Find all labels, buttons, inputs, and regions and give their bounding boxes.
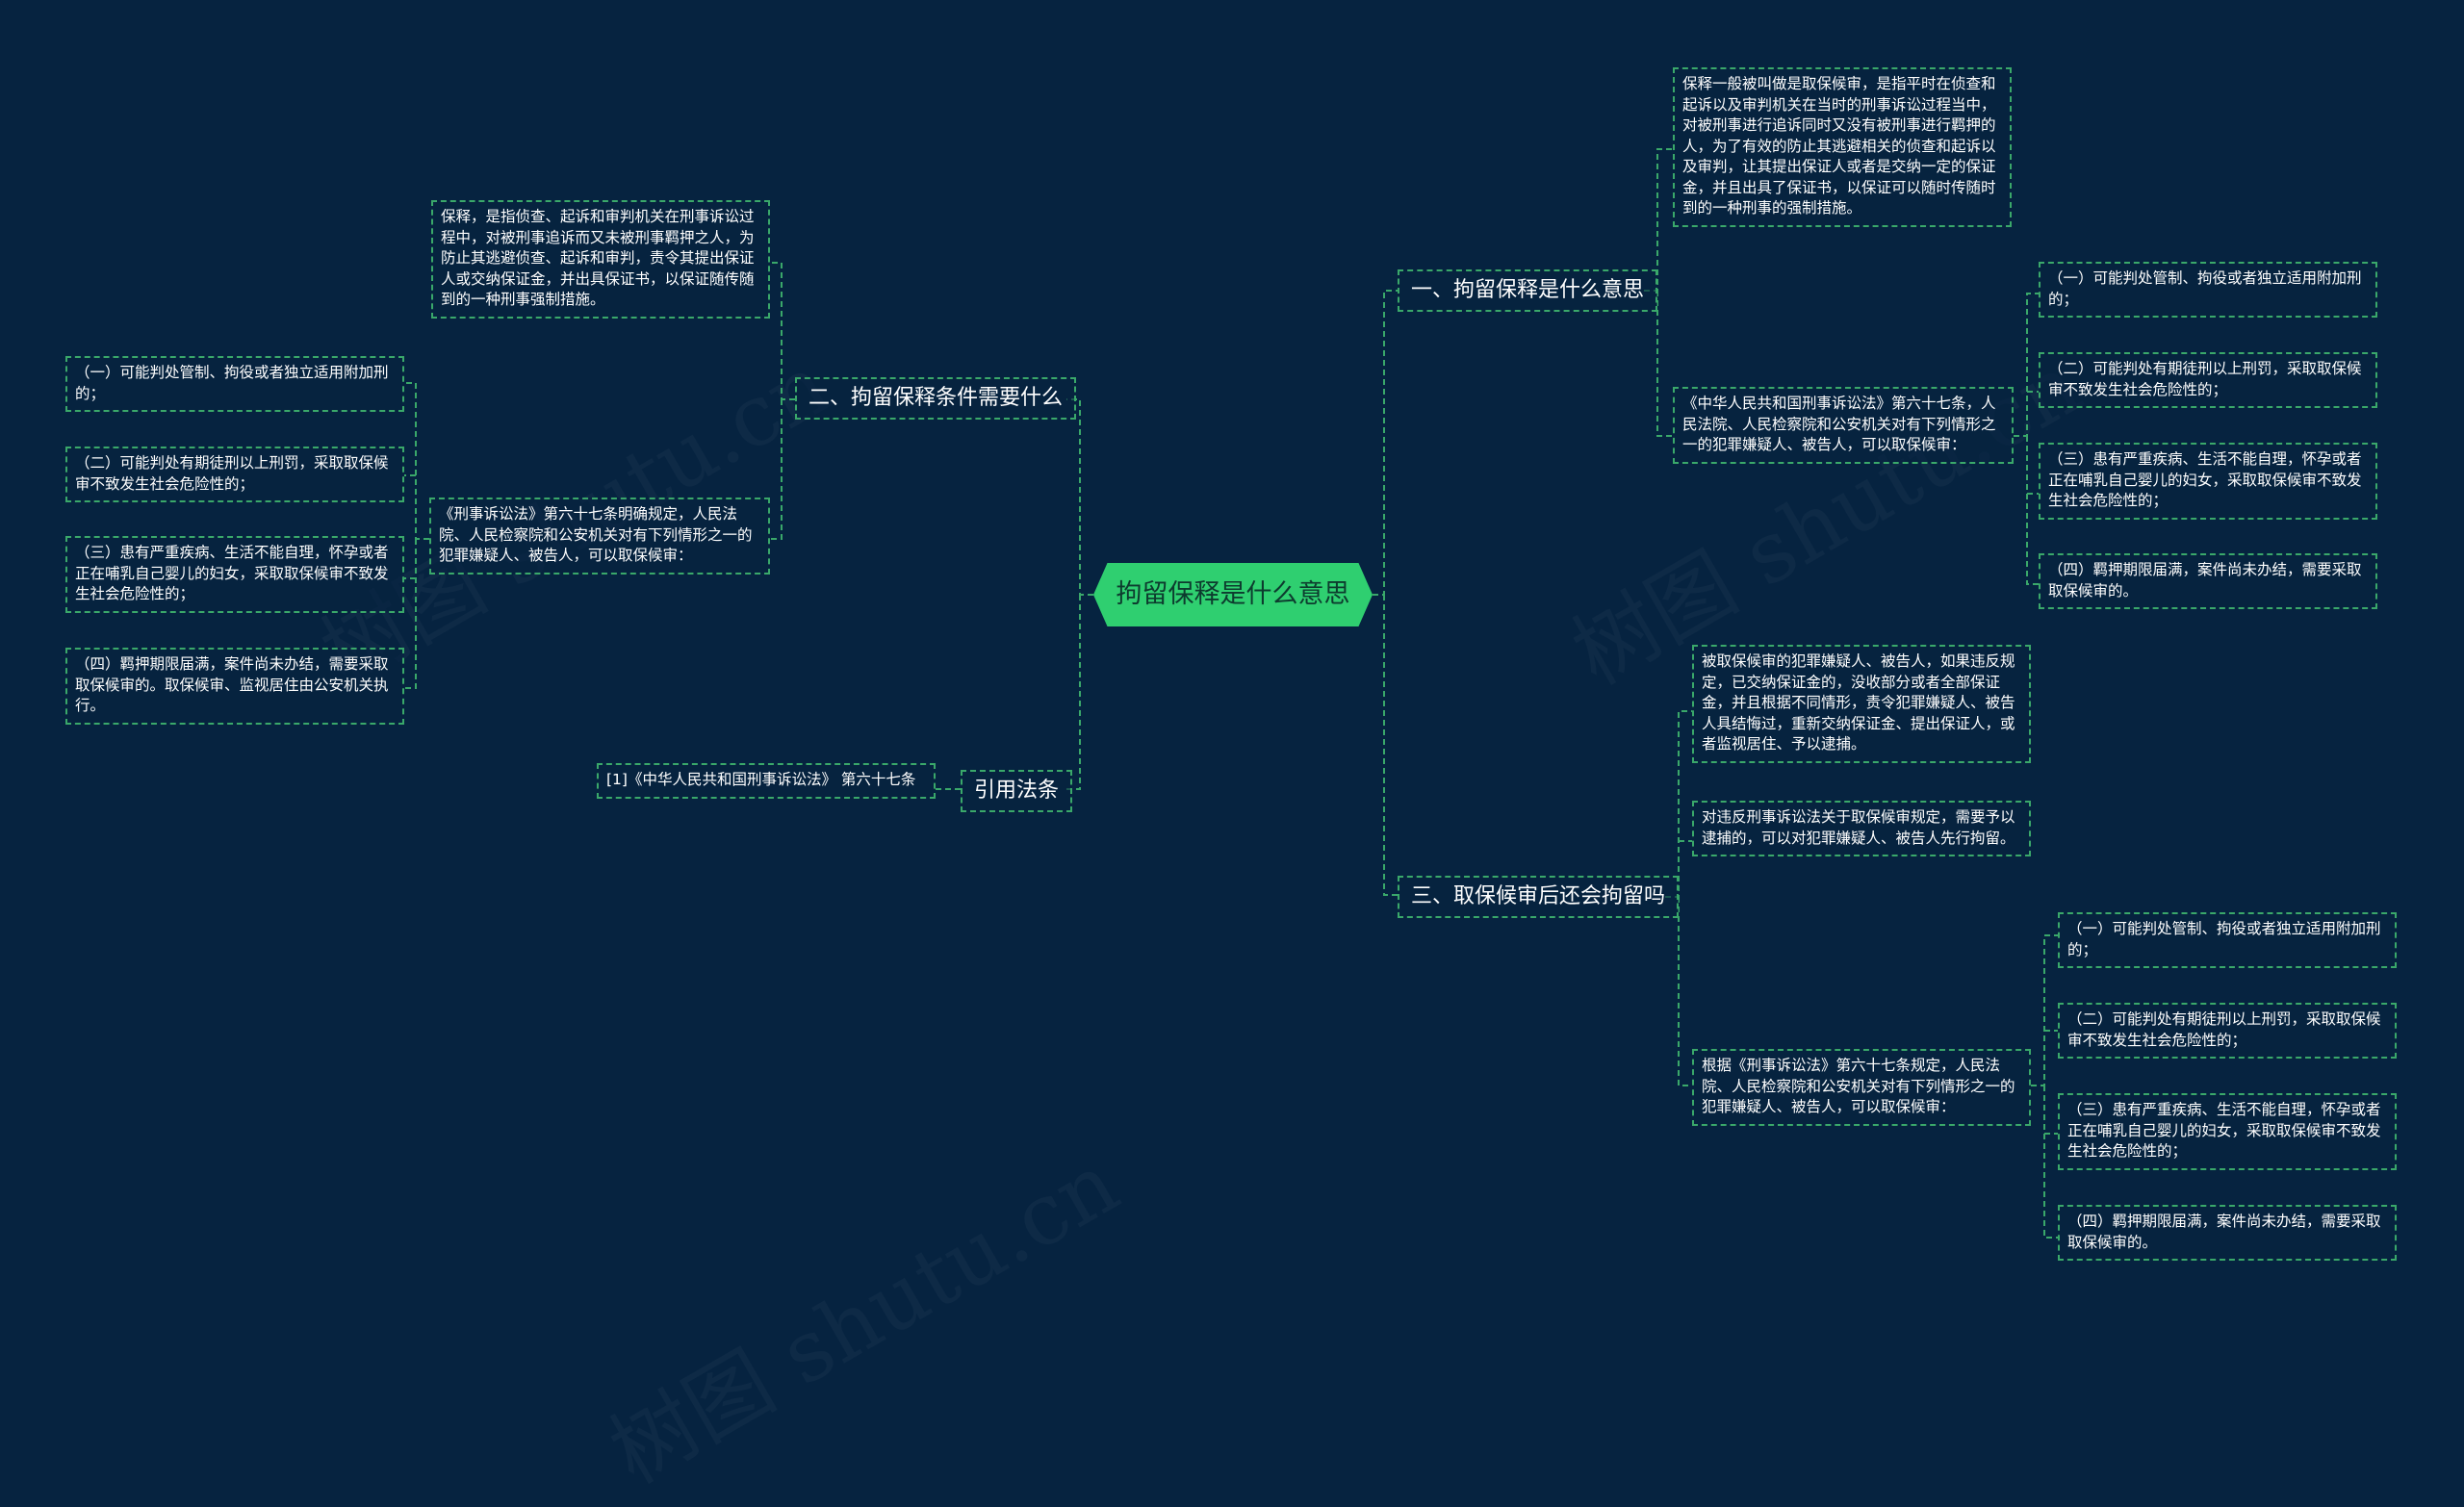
leaf-condition-2[interactable]: （二）可能判处有期徒刑以上刑罚，采取取保候审不致发生社会危险性的； — [2058, 1003, 2397, 1059]
connector-b3 — [1665, 710, 1692, 898]
leaf-condition-1[interactable]: （一）可能判处管制、拘役或者独立适用附加刑的； — [2058, 912, 2397, 968]
connector-b2-law — [404, 539, 417, 689]
mind-map-canvas: 树图 shutu.cn 树图 shutu.cn 树图 shutu.cn — [65, 67, 2397, 1261]
leaf-condition-1[interactable]: （一）可能判处管制、拘役或者独立适用附加刑的； — [2039, 262, 2377, 318]
connector-b1-law — [2014, 293, 2039, 437]
leaf-condition-3[interactable]: （三）患有严重疾病、生活不能自理，怀孕或者正在哺乳自己婴儿的妇女，采取取保候审不… — [65, 536, 404, 613]
connector-b1 — [1656, 291, 1673, 437]
leaf-condition-3[interactable]: （三）患有严重疾病、生活不能自理，怀孕或者正在哺乳自己婴儿的妇女，采取取保候审不… — [2039, 443, 2377, 520]
connector-b2 — [770, 399, 783, 540]
connector-b3-law — [2031, 934, 2058, 1086]
leaf-condition-1[interactable]: （一）可能判处管制、拘役或者独立适用附加刑的； — [65, 356, 404, 412]
connector-b1-law — [2026, 436, 2039, 585]
connector-root-right — [1373, 290, 1398, 596]
connector-root-right — [1383, 595, 1398, 896]
leaf-definition[interactable]: 保释，是指侦查、起诉和审判机关在刑事诉讼过程中，对被刑事追诉而又未被刑事羁押之人… — [431, 200, 770, 319]
leaf-condition-4[interactable]: （四）羁押期限届满，案件尚未办结，需要采取取保候审的。取保候审、监视居住由公安机… — [65, 648, 404, 725]
leaf-citation[interactable]: [1]《中华人民共和国刑事诉讼法》 第六十七条 — [597, 763, 936, 799]
leaf-condition-4[interactable]: （四）羁押期限届满，案件尚未办结，需要采取取保候审的。 — [2039, 553, 2377, 609]
branch-node-citation[interactable]: 引用法条 — [961, 770, 1073, 812]
leaf-definition[interactable]: 保释一般被叫做是取保候审，是指平时在侦查和起诉以及审判机关在当时的刑事诉讼过程当… — [1673, 67, 2012, 227]
connector-b2 — [770, 262, 795, 400]
root-node[interactable]: 拘留保释是什么意思 — [1093, 563, 1373, 626]
connector-b3 — [1678, 897, 1692, 1086]
branch-node-meaning[interactable]: 一、拘留保释是什么意思 — [1398, 269, 1658, 312]
leaf-condition-2[interactable]: （二）可能判处有期徒刑以上刑罚，采取取保候审不致发生社会危险性的； — [2039, 352, 2377, 408]
branch-node-detention-after-bail[interactable]: 三、取保候审后还会拘留吗 — [1398, 876, 1680, 918]
leaf-law-article[interactable]: 根据《刑事诉讼法》第六十七条规定，人民法院、人民检察院和公安机关对有下列情形之一… — [1692, 1049, 2031, 1126]
connector-b2-law — [404, 382, 429, 540]
connector-root-left — [1066, 398, 1093, 596]
leaf-condition-4[interactable]: （四）羁押期限届满，案件尚未办结，需要采取取保候审的。 — [2058, 1205, 2397, 1261]
leaf-law-article[interactable]: 《中华人民共和国刑事诉讼法》第六十七条，人民法院、人民检察院和公安机关对有下列情… — [1673, 387, 2014, 464]
connector-root-left — [1066, 595, 1081, 790]
leaf-condition-3[interactable]: （三）患有严重疾病、生活不能自理，怀孕或者正在哺乳自己婴儿的妇女，采取取保候审不… — [2058, 1093, 2397, 1170]
branch-node-conditions[interactable]: 二、拘留保释条件需要什么 — [795, 377, 1077, 420]
leaf-condition-2[interactable]: （二）可能判处有期徒刑以上刑罚，采取取保候审不致发生社会危险性的； — [65, 447, 404, 502]
leaf-violation[interactable]: 被取保候审的犯罪嫌疑人、被告人，如果违反规定，已交纳保证金的，没收部分或者全部保… — [1692, 645, 2031, 763]
connector-b3-law — [2043, 1086, 2058, 1239]
leaf-arrest[interactable]: 对违反刑事诉讼法关于取保候审规定，需要予以逮捕的，可以对犯罪嫌疑人、被告人先行拘… — [1692, 801, 2031, 856]
leaf-law-article[interactable]: 《刑事诉讼法》第六十七条明确规定，人民法院、人民检察院和公安机关对有下列情形之一… — [429, 498, 770, 575]
